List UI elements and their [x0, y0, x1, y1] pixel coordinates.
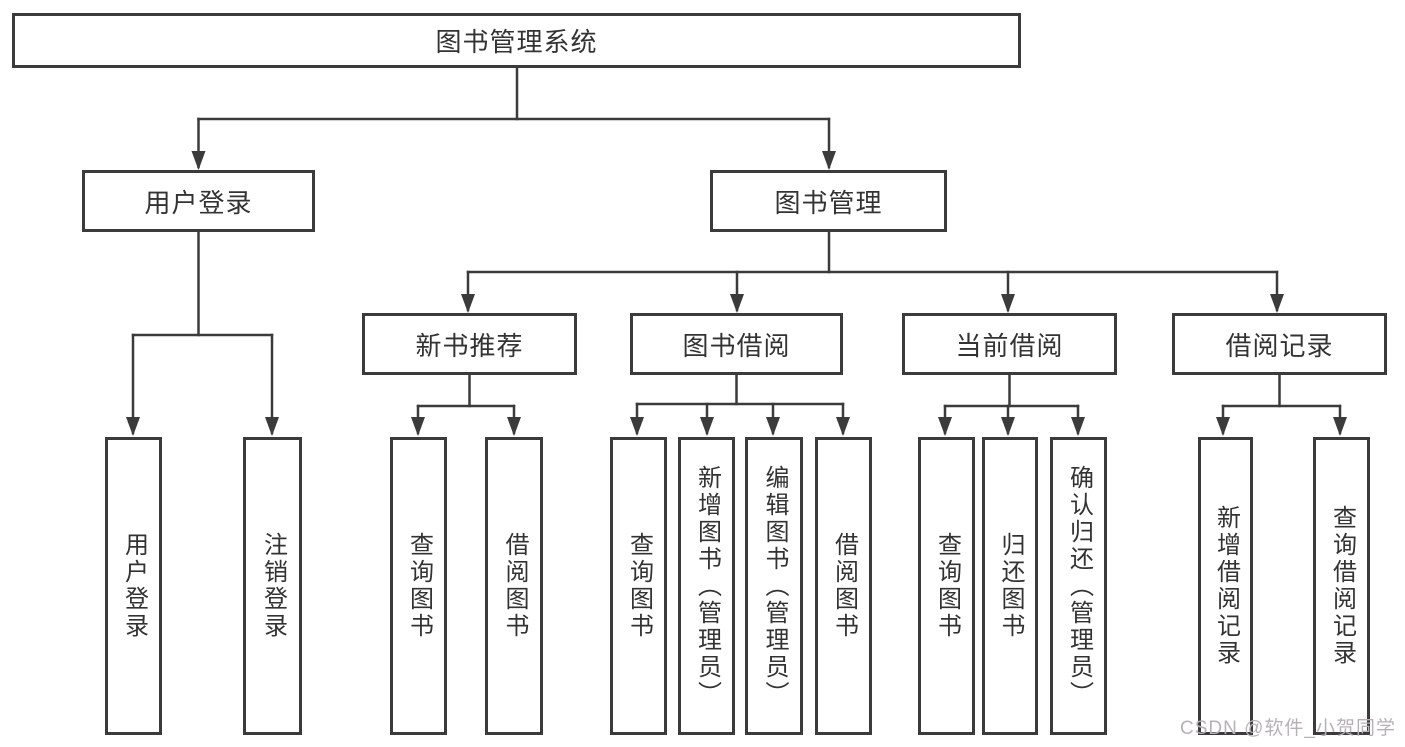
node-user-login-label: 用户登录 — [144, 187, 253, 218]
leaf-query-book-current: 查询图书 — [918, 437, 975, 735]
leaf-return-book: 归还图书 — [982, 437, 1038, 735]
node-root: 图书管理系统 — [12, 13, 1021, 68]
leaf-borrow-book-recommend: 借阅图书 — [485, 437, 543, 735]
edge-new-book-recommend-children — [411, 372, 521, 436]
edge-current-borrow-children — [938, 372, 1085, 436]
node-book-management-label: 图书管理 — [774, 187, 883, 218]
node-current-borrow: 当前借阅 — [902, 313, 1117, 375]
node-borrow-record-label: 借阅记录 — [1225, 330, 1334, 361]
node-new-book-recommend: 新书推荐 — [362, 313, 577, 375]
node-book-borrow-label: 图书借阅 — [682, 330, 791, 361]
node-root-label: 图书管理系统 — [435, 27, 598, 57]
node-user-login: 用户登录 — [82, 170, 315, 232]
leaf-query-book-recommend: 查询图书 — [390, 437, 447, 735]
leaf-user-login: 用户登录 — [105, 437, 162, 735]
node-new-book-recommend-label: 新书推荐 — [415, 330, 524, 361]
node-book-management: 图书管理 — [710, 170, 947, 232]
leaf-query-borrow-record: 查询借阅记录 — [1313, 437, 1370, 735]
leaf-edit-book-admin: 编辑图书（管理员） — [745, 437, 803, 735]
leaf-add-borrow-record: 新增借阅记录 — [1198, 437, 1253, 735]
leaf-logout: 注销登录 — [243, 437, 302, 735]
leaf-borrow-book: 借阅图书 — [815, 437, 872, 735]
node-book-borrow: 图书借阅 — [630, 313, 843, 375]
node-current-borrow-label: 当前借阅 — [955, 330, 1064, 361]
edge-book-borrow-children — [630, 372, 850, 436]
edge-book-management-children — [461, 229, 1284, 313]
csdn-watermark: CSDN @软件_小贺同学 — [1180, 718, 1396, 739]
leaf-query-book-borrow: 查询图书 — [610, 437, 667, 735]
leaf-add-book-admin: 新增图书（管理员） — [678, 437, 735, 735]
edge-user-login-children — [126, 229, 279, 436]
edge-root-to-level2 — [191, 64, 836, 170]
edge-borrow-record-children — [1216, 372, 1347, 436]
node-borrow-record: 借阅记录 — [1172, 313, 1387, 375]
leaf-confirm-return-admin: 确认归还（管理员） — [1050, 437, 1107, 735]
